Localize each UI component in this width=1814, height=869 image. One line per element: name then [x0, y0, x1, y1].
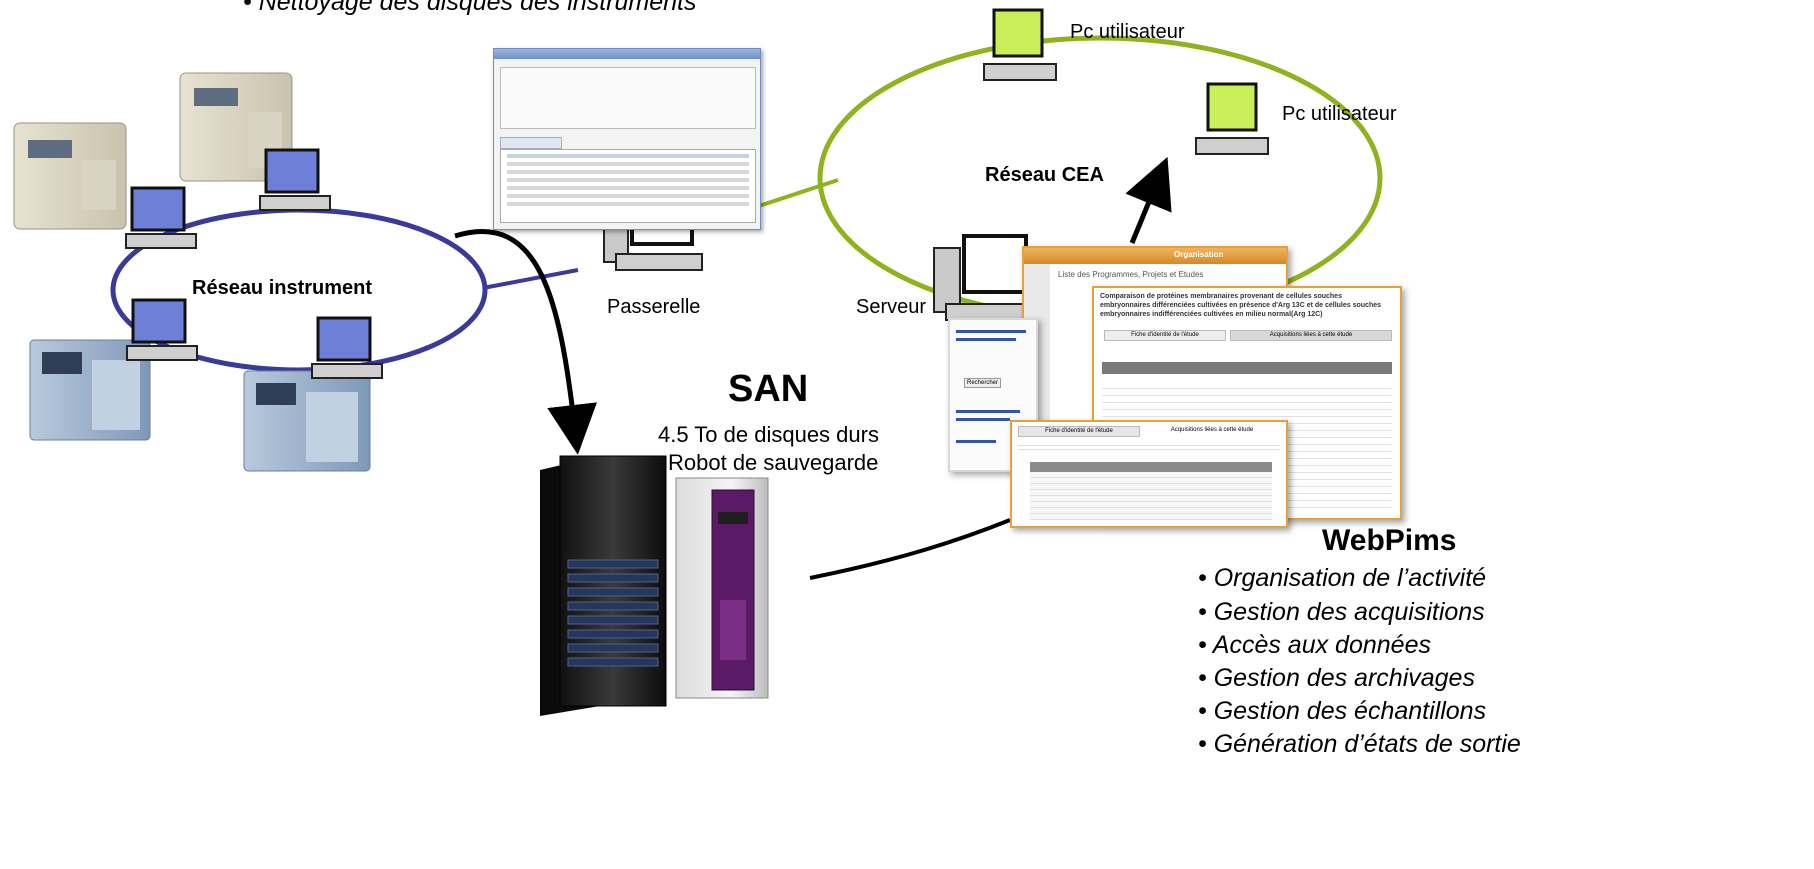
webpims-front-tab-acquisitions: Acquisitions liées à cette étude	[1170, 427, 1254, 433]
link-gateway-to-san	[454, 229, 597, 455]
mass-spectrometer-1-icon	[13, 122, 127, 230]
webpims-study-title: Comparaison de protéines membranaires pr…	[1100, 293, 1382, 318]
san-storage-rack-icon	[540, 455, 667, 716]
webpims-mid-tab-acquisitions: Acquisitions liées à cette étude	[1230, 330, 1392, 341]
server-pc-icon	[933, 234, 1033, 321]
san-robot-line: Robot de sauvegarde	[668, 450, 879, 475]
webpims-feature-4: • Gestion des archivages	[1198, 664, 1475, 692]
gateway-window-titlebar	[494, 49, 760, 59]
webpims-mid-tab-identity: Fiche d'identité de l'étude	[1104, 330, 1226, 341]
webpims-feature-3: • Accès aux données	[1198, 631, 1431, 659]
webpims-screenshot-front: Fiche d'identité de l'étude Acquisitions…	[1010, 420, 1288, 528]
mass-spectrometer-4-icon	[243, 370, 371, 472]
mass-spectrometer-3-icon	[29, 339, 151, 441]
instrument-network-label: Réseau instrument	[192, 277, 373, 299]
backup-robot-icon	[675, 477, 769, 699]
pc-instrument-2-icon	[259, 148, 331, 211]
gateway-label: Passerelle	[607, 296, 701, 318]
server-label: Serveur	[856, 296, 927, 318]
webpims-feature-6: • Génération d’états de sortie	[1198, 730, 1521, 758]
webpims-back-heading: Liste des Programmes, Projets et Etudes	[1058, 270, 1204, 279]
webpims-back-tab: Organisation	[1174, 250, 1224, 259]
cea-network-label: Réseau CEA	[985, 164, 1104, 186]
san-disks-line: 4.5 To de disques durs	[658, 422, 879, 447]
pc-instrument-3-icon	[126, 298, 198, 361]
mass-spectrometer-2-icon	[179, 72, 293, 182]
gateway-software-screenshot	[493, 48, 761, 230]
webpims-search-button: Rechercher	[964, 378, 1002, 388]
san-title: SAN	[728, 368, 809, 410]
pc-instrument-1-icon	[125, 186, 197, 249]
user-pc-1-icon	[983, 8, 1057, 81]
top-cropped-bullet: • Nettoyage des disques des instruments	[243, 0, 697, 16]
link-san-to-webpims	[809, 518, 1011, 580]
webpims-title: WebPims	[1322, 524, 1457, 557]
link-instrument-gateway	[482, 268, 579, 290]
webpims-feature-2: • Gestion des acquisitions	[1198, 598, 1485, 626]
user-pc-2-label: Pc utilisateur	[1282, 103, 1397, 125]
link-server-to-cea	[1125, 156, 1172, 244]
webpims-front-tab-identity: Fiche d'identité de l'étude	[1018, 426, 1140, 437]
webpims-feature-5: • Gestion des échantillons	[1198, 697, 1487, 725]
user-pc-2-icon	[1195, 82, 1269, 155]
pc-instrument-4-icon	[311, 316, 383, 379]
user-pc-1-label: Pc utilisateur	[1070, 21, 1185, 43]
webpims-feature-1: • Organisation de l’activité	[1198, 564, 1487, 592]
